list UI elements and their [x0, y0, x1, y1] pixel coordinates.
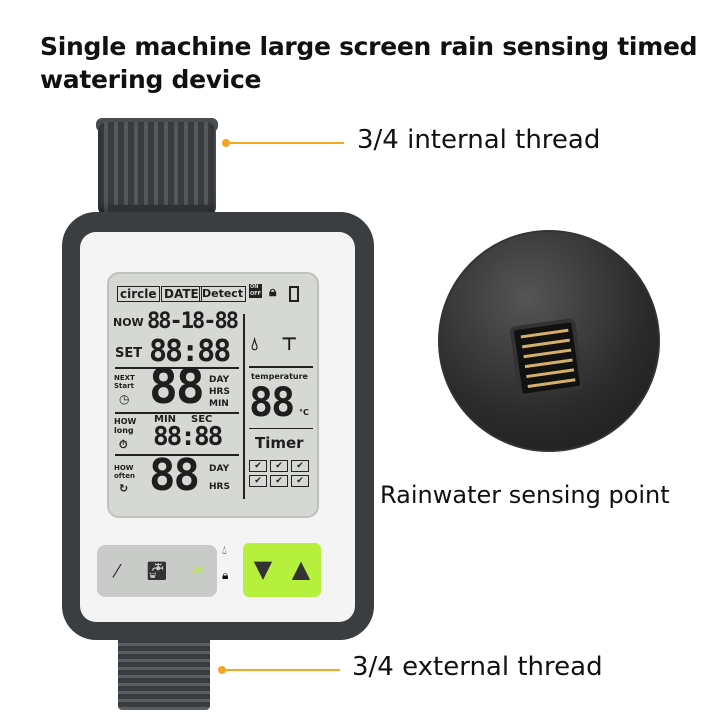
down-button[interactable]: ▼ — [253, 555, 273, 583]
manual-water-button[interactable]: 🚰︎ — [137, 545, 177, 597]
how-often-hrs: HRS — [209, 482, 230, 492]
mode-detect: Detect — [199, 286, 247, 302]
rain-sensor-contact — [509, 317, 585, 399]
callout-line — [226, 142, 344, 144]
timer-checkboxes: ✔✔✔ ✔✔✔ — [249, 460, 311, 487]
temperature-label: temperature — [251, 372, 308, 381]
how-long-value: 88:88 — [153, 422, 223, 452]
temperature-value: 88 — [249, 380, 295, 426]
page-title: Single machine large screen rain sensing… — [40, 32, 698, 94]
faucet-icon: ⊤ — [281, 334, 298, 355]
next-start-value: 88 — [149, 359, 205, 415]
callout-line — [222, 669, 340, 671]
set-value: 88:88 — [149, 334, 231, 369]
outlet-thread — [118, 630, 210, 710]
sensor-label: Rainwater sensing point — [380, 481, 670, 509]
right-button-group: ▼ ▲ — [243, 543, 321, 597]
up-button[interactable]: ▲ — [291, 555, 311, 583]
how-often-value: 88 — [149, 450, 200, 501]
set-label: SET — [115, 346, 143, 361]
ok-button[interactable]: OK — [177, 545, 217, 597]
external-thread-label: 3/4 external thread — [352, 652, 603, 682]
temperature-unit: °C — [299, 408, 309, 417]
lock-icon: 🔒︎ — [222, 568, 229, 582]
stopwatch-icon: ⏱︎ — [119, 438, 128, 451]
mode-date: DATE — [161, 286, 202, 302]
exit-power-button[interactable]: ⁄ — [115, 560, 119, 582]
rain-icon: 💧︎ — [222, 543, 227, 557]
inlet-knob — [98, 122, 216, 217]
min-label: MIN — [154, 414, 177, 425]
repeat-icon: ↻ — [119, 482, 129, 495]
now-value: 88-18-88 — [147, 309, 239, 334]
faucet-icon: 🚰︎ — [145, 560, 169, 582]
lock-icon: 🔒︎ — [269, 284, 277, 300]
clock-icon: ◷ — [119, 392, 130, 406]
internal-thread-label: 3/4 internal thread — [357, 125, 601, 155]
how-often-day: DAY — [209, 464, 230, 474]
now-label: NOW — [113, 316, 144, 329]
water-drop-icon: 💧︎ — [251, 334, 259, 355]
ok-label: OK — [190, 566, 204, 576]
left-button-group: ⁄ 🚰︎ OK — [97, 545, 217, 597]
battery-icon — [289, 286, 299, 302]
mode-circle: circle — [117, 286, 160, 302]
sec-label: SEC — [191, 414, 213, 425]
timer-label: Timer — [255, 434, 304, 452]
